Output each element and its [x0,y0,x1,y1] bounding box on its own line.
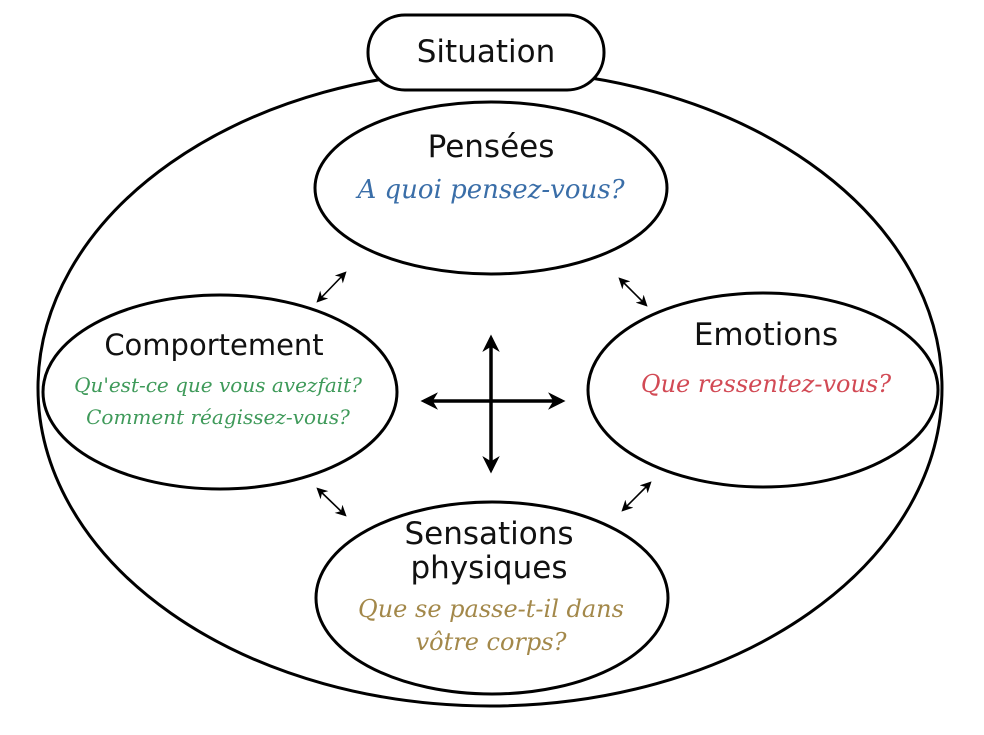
situation-label-box: Situation [366,13,606,92]
connector-emotions-sensations [621,481,652,512]
connector-comportement-sensations [316,487,347,517]
emotions-question: Que ressentez-vous? [641,370,891,398]
connector-pensees-emotions [618,277,648,307]
comportement-ellipse [41,293,399,491]
connector-pensees-comportement [316,271,347,303]
comportement-question-1: Qu'est-ce que vous avezfait? [74,373,362,397]
node-pensees: Pensées A quoi pensez-vous? [313,100,669,276]
pensees-question: A quoi pensez-vous? [355,175,625,205]
node-emotions: Emotions Que ressentez-vous? [586,291,940,489]
emotions-ellipse [586,291,940,489]
pensees-ellipse [313,100,669,276]
comportement-title: Comportement [104,328,323,362]
pensees-title: Pensées [428,129,555,165]
emotions-title: Emotions [694,317,838,353]
comportement-question-2: Comment réagissez-vous? [86,405,350,429]
sensations-ellipse [314,500,670,696]
sensations-title-line-1: Sensations [404,516,573,552]
sensations-title-line-2: physiques [411,550,568,586]
sensations-question-2: vôtre corps? [416,628,567,656]
node-sensations-physiques: Sensations physiques Que se passe-t-il d… [314,500,670,696]
sensations-question-1: Que se passe-t-il dans [358,595,624,623]
node-comportement: Comportement Qu'est-ce que vous avezfait… [41,293,399,491]
four-way-arrow-icon [420,334,566,474]
situation-label: Situation [417,34,555,70]
